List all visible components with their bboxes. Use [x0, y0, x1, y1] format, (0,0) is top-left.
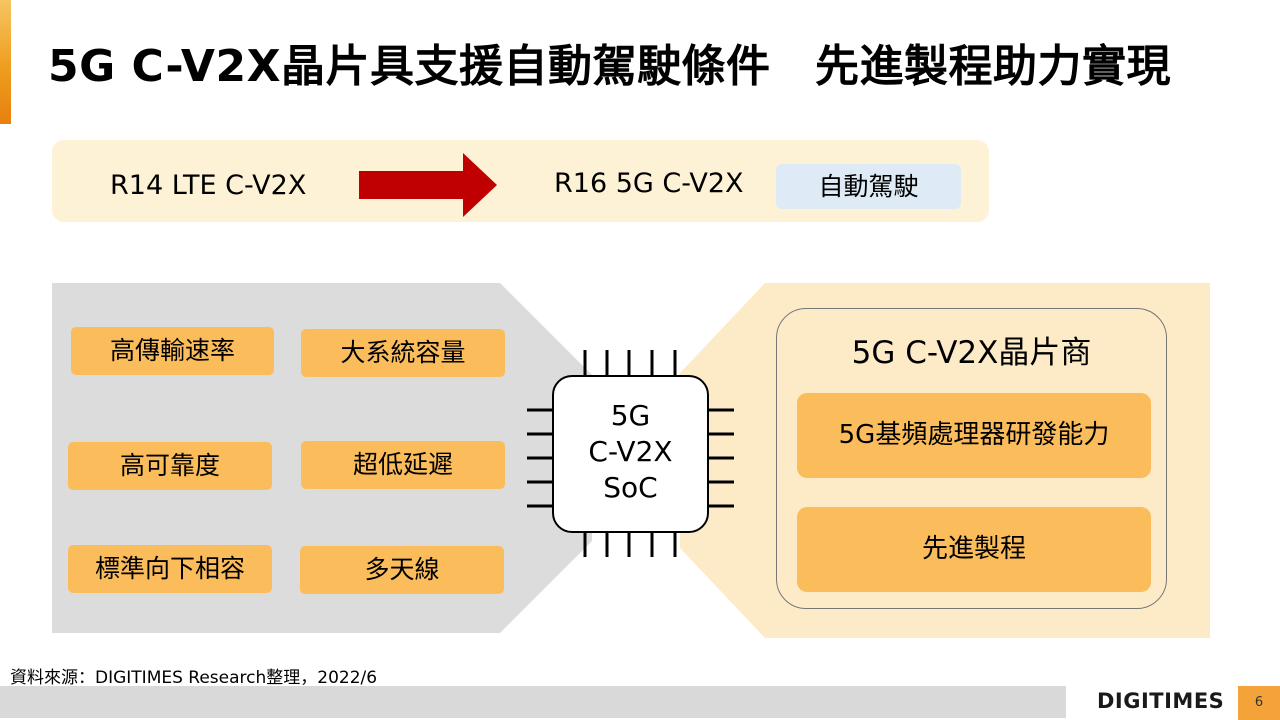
vendor-title: 5G C-V2X晶片商	[851, 335, 1092, 371]
footer-band	[0, 686, 1066, 718]
soc-chip: 5G C-V2X SoC	[552, 375, 709, 533]
feature-backward-compatibility: 標準向下相容	[68, 545, 272, 593]
capability-baseband: 5G基頻處理器研發能力	[797, 393, 1151, 478]
page-title: 5G C-V2X晶片具支援自動駕駛條件 先進製程助力實現	[48, 41, 1172, 92]
chip-label-5g: 5G	[610, 399, 651, 432]
accent-bar	[0, 0, 11, 124]
digitimes-logo: DIGITIMES	[1097, 689, 1225, 713]
feature-reliability: 高可靠度	[68, 442, 272, 490]
evolution-to: R16 5G C-V2X	[554, 168, 744, 199]
evolution-box: R14 LTE C-V2X R16 5G C-V2X 自動駕駛	[52, 140, 989, 222]
feature-system-capacity: 大系統容量	[301, 329, 505, 377]
page-number: 6	[1238, 686, 1280, 720]
feature-low-latency: 超低延遲	[301, 441, 505, 489]
feature-multi-antenna: 多天線	[300, 546, 504, 594]
chip-label-soc: SoC	[603, 471, 658, 504]
capability-advanced-process: 先進製程	[797, 507, 1151, 592]
evolution-from: R14 LTE C-V2X	[110, 170, 307, 201]
feature-high-data-rate: 高傳輸速率	[71, 327, 274, 375]
vendor-box: 5G C-V2X晶片商 5G基頻處理器研發能力 先進製程	[776, 308, 1167, 609]
autonomous-driving-tag: 自動駕駛	[776, 164, 961, 209]
source-note: 資料來源：DIGITIMES Research整理，2022/6	[10, 668, 378, 688]
chip-label-cv2x: C-V2X	[588, 435, 673, 468]
arrow-right-icon	[359, 153, 497, 217]
